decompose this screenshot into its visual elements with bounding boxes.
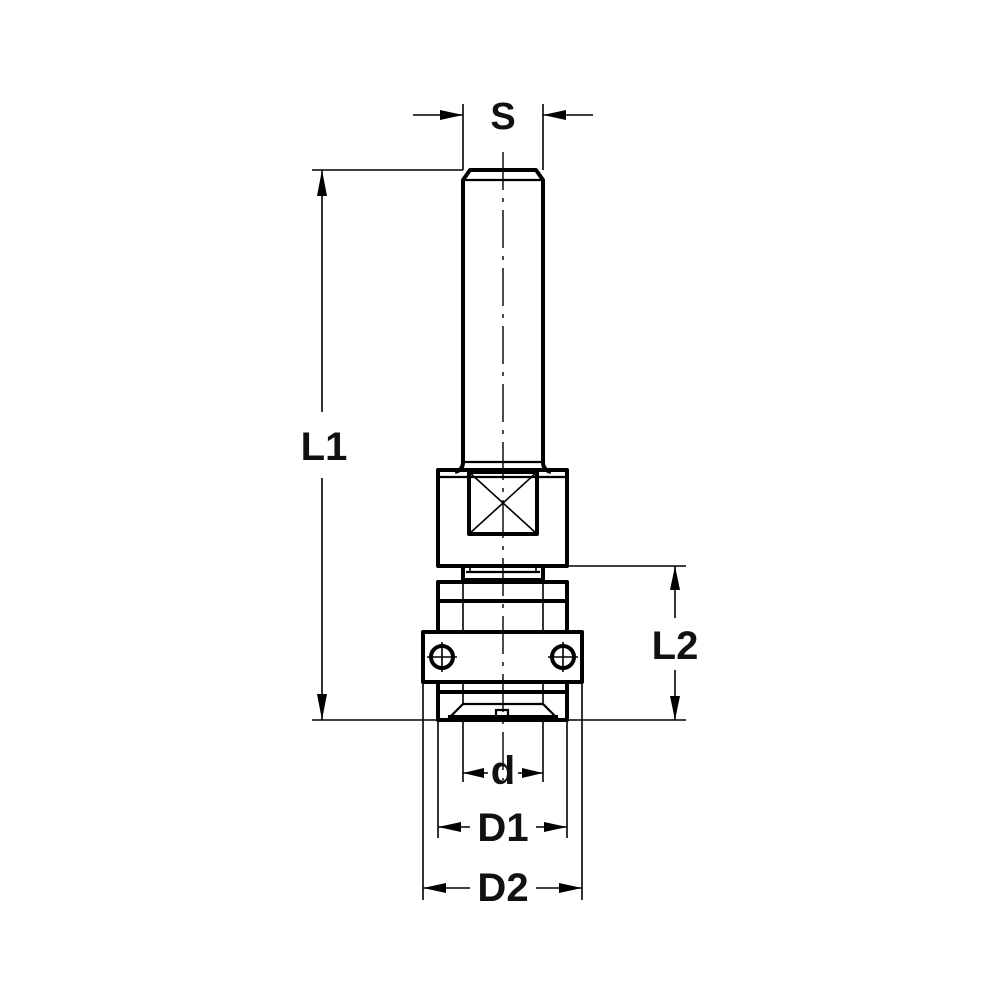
dim-D1	[437, 720, 568, 838]
dim-L1	[312, 169, 463, 721]
screw-right-icon	[548, 642, 578, 672]
label-L1: L1	[300, 425, 348, 469]
dim-D2	[422, 682, 583, 900]
dim-d	[462, 720, 544, 782]
label-L2: L2	[651, 624, 699, 668]
label-S: S	[490, 96, 516, 138]
label-D1: D1	[477, 806, 529, 850]
bore-lines	[462, 582, 544, 704]
dim-S	[413, 104, 593, 170]
label-D2: D2	[477, 866, 529, 910]
dim-L2	[567, 565, 686, 721]
label-d: d	[490, 749, 516, 793]
screw-left-icon	[427, 642, 457, 672]
